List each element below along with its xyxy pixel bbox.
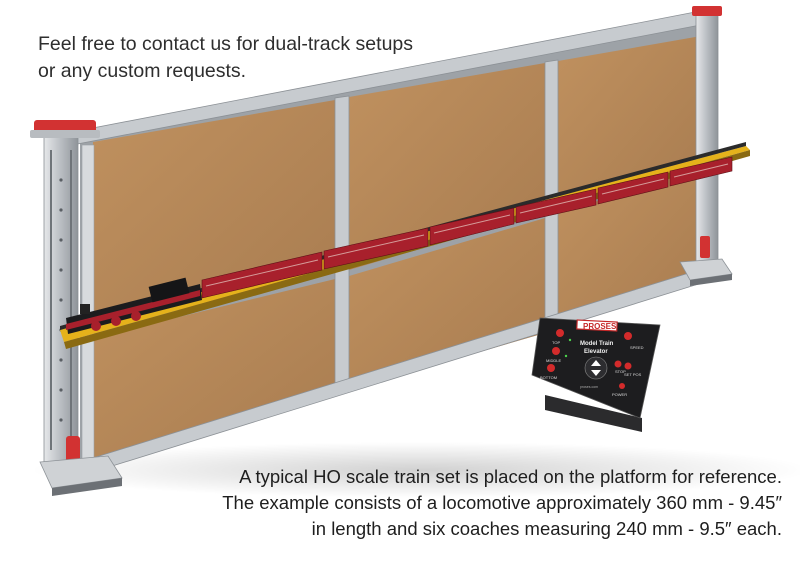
caption-bottom-line2: The example consists of a locomotive app… xyxy=(222,492,782,513)
panel-label-stop: STOP xyxy=(615,369,626,374)
panel-title-line1: Model Train xyxy=(580,341,614,347)
panel-label-top: TOP xyxy=(552,340,560,345)
caption-bottom-line1: A typical HO scale train set is placed o… xyxy=(239,466,782,487)
caption-bottom: A typical HO scale train set is placed o… xyxy=(142,464,782,542)
panel-middle-button[interactable] xyxy=(552,347,560,355)
coach-3 xyxy=(429,207,515,246)
board-bottom-right xyxy=(558,167,701,328)
panel-label-power: POWER xyxy=(612,392,627,397)
coach-2 xyxy=(323,227,429,270)
coach-4 xyxy=(515,188,597,224)
train-set xyxy=(66,156,733,334)
panel-top-button[interactable] xyxy=(556,329,564,337)
up-arrow-icon[interactable] xyxy=(591,360,601,366)
caption-top: Feel free to contact us for dual-track s… xyxy=(38,31,498,85)
right-tower-top-cap xyxy=(692,6,722,16)
coach-6 xyxy=(669,156,733,187)
panel-power-button[interactable] xyxy=(619,383,625,389)
panel-label-middle: MIDDLE xyxy=(546,358,561,363)
panel-set-pos-button[interactable] xyxy=(624,362,632,370)
control-panel: PROSES Model Train Elevator TOP MIDDLE B… xyxy=(531,317,661,432)
left-motor-housing xyxy=(66,436,80,464)
locomotive xyxy=(66,277,202,334)
coaches xyxy=(201,156,733,299)
panel-brand-text: PROSES xyxy=(583,322,617,331)
panel-model-label: proses.com xyxy=(580,385,598,389)
caption-bottom-line3: in length and six coaches measuring 240 … xyxy=(311,518,782,539)
left-tower xyxy=(30,120,123,496)
panel-label-set-pos: SET POS xyxy=(624,372,642,377)
panel-stop-button[interactable] xyxy=(614,360,622,368)
panel-title-line2: Elevator xyxy=(584,349,608,355)
coach-5 xyxy=(597,171,669,205)
panel-speed-button[interactable] xyxy=(624,332,632,340)
panel-bottom-button[interactable] xyxy=(547,364,555,372)
panel-label-bottom: BOTTOM xyxy=(540,375,557,380)
caption-top-line2: or any custom requests. xyxy=(38,60,247,82)
board-bottom-left xyxy=(93,279,335,462)
right-motor-housing xyxy=(700,236,710,258)
down-arrow-icon[interactable] xyxy=(591,370,601,376)
caption-top-line1: Feel free to contact us for dual-track s… xyxy=(38,33,414,55)
panel-label-speed: SPEED xyxy=(630,345,644,350)
floor-shadow xyxy=(30,442,800,498)
panel-direction-pad[interactable] xyxy=(584,356,608,380)
right-tower xyxy=(679,6,733,286)
coach-1 xyxy=(201,251,323,299)
